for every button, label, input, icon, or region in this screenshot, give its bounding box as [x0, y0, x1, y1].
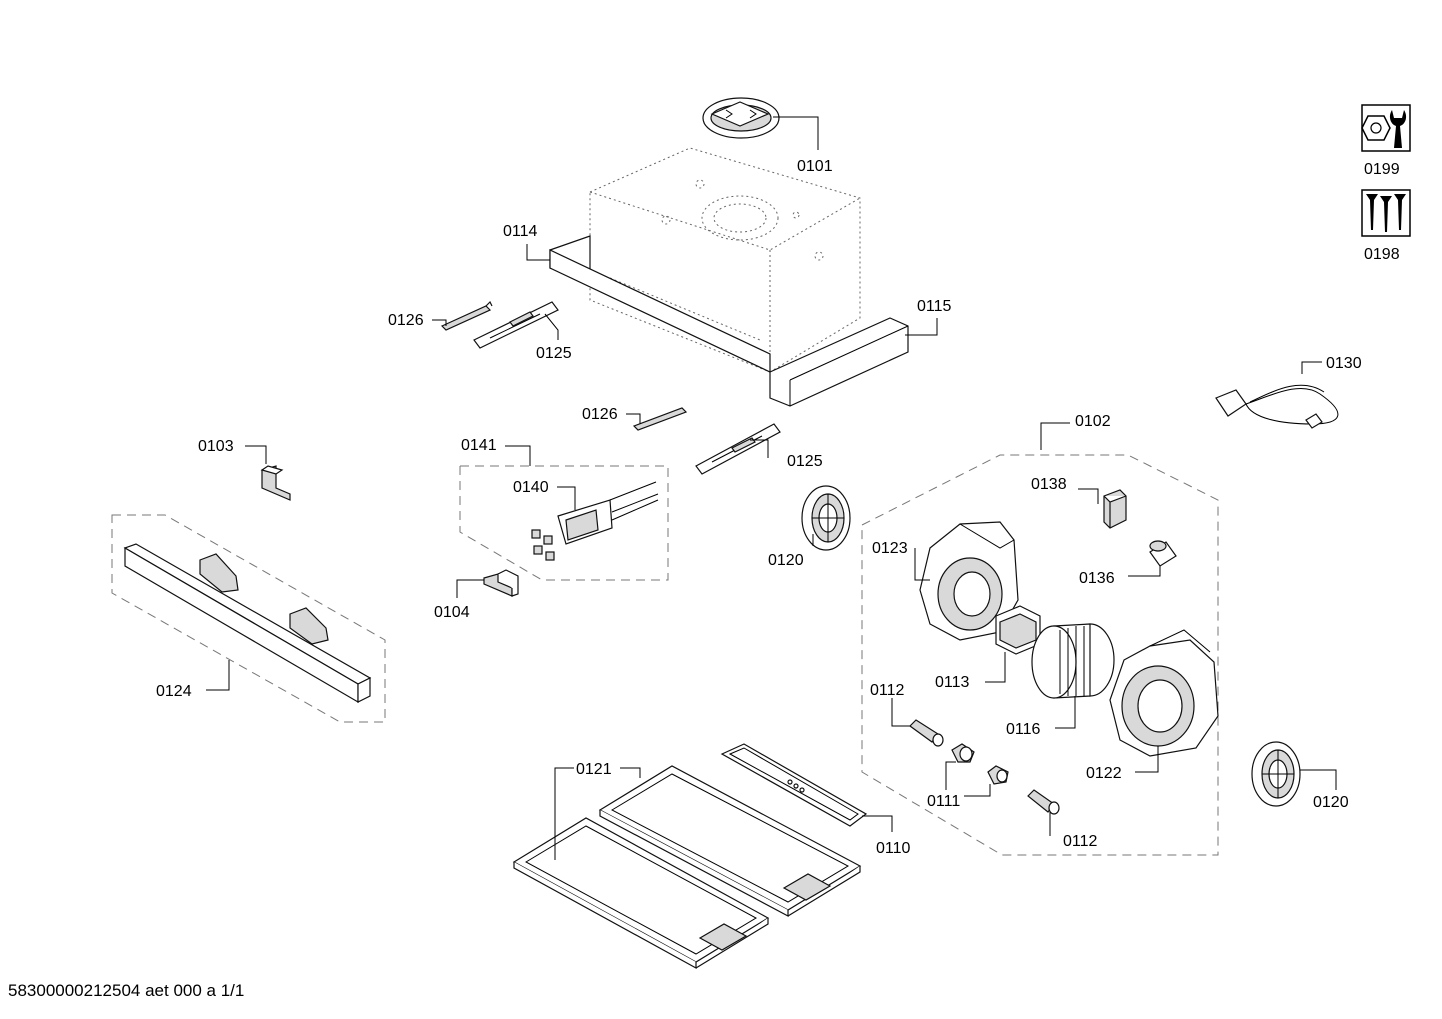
- part-0140-switch: [531, 481, 659, 561]
- label-0104: 0104: [434, 604, 470, 621]
- part-0123-fan-housing: [919, 521, 1019, 641]
- part-0112-pin-upper: [909, 719, 944, 747]
- label-0115: 0115: [917, 298, 952, 315]
- label-0141: 0141: [461, 437, 497, 454]
- label-0198: 0198: [1364, 246, 1400, 263]
- label-0110: 0110: [876, 840, 911, 857]
- part-0136-capacitor: [1149, 540, 1177, 567]
- part-0120-flange-lower: [1251, 741, 1301, 807]
- part-0103-bracket: [260, 465, 291, 501]
- label-0123: 0123: [872, 540, 908, 557]
- document-id-footer: 58300000212504 aet 000 a 1/1: [8, 981, 245, 1000]
- group-0124-outline: [111, 514, 386, 723]
- part-0121-filter-back: [598, 765, 862, 917]
- label-0125-upper: 0125: [536, 345, 572, 362]
- group-0102-outline: [861, 454, 1219, 856]
- label-0112-upper: 0112: [870, 682, 905, 699]
- part-0120-flange-upper: [801, 485, 851, 551]
- group-0141-outline: [459, 465, 669, 581]
- part-0110-seal: [720, 743, 868, 827]
- label-0116: 0116: [1006, 721, 1041, 738]
- part-0130-power-cable: [1215, 384, 1339, 429]
- part-0138-connector: [1103, 489, 1127, 529]
- label-0111: 0111: [927, 793, 960, 810]
- label-0136: 0136: [1079, 570, 1115, 587]
- part-0122-fan-housing: [1109, 629, 1219, 757]
- part-0124-front-bar: [123, 543, 372, 704]
- label-0124: 0124: [156, 683, 192, 700]
- part-0116-impeller: [1031, 623, 1115, 699]
- part-0114-rail: [549, 235, 771, 373]
- part-0101-cover: [702, 97, 780, 139]
- label-0120-lower: 0120: [1313, 794, 1349, 811]
- part-0126-clip-lower: [632, 407, 688, 431]
- part-0126-clip-upper: [440, 300, 493, 331]
- label-0102: 0102: [1075, 413, 1111, 430]
- label-0126-lower: 0126: [582, 406, 618, 423]
- label-0130: 0130: [1326, 355, 1362, 372]
- label-0138: 0138: [1031, 476, 1067, 493]
- nut-and-wrench-icon: [1361, 104, 1411, 152]
- label-0140: 0140: [513, 479, 549, 496]
- part-0104-bracket: [483, 569, 519, 597]
- part-0111-connectors: [951, 743, 1009, 785]
- label-0101: 0101: [797, 158, 833, 175]
- part-0112-pin-lower: [1027, 789, 1060, 815]
- label-0103: 0103: [198, 438, 234, 455]
- label-0125-lower: 0125: [787, 453, 823, 470]
- part-0121-filter-front: [512, 817, 770, 970]
- label-0199: 0199: [1364, 161, 1400, 178]
- part-0115-front-trim: [769, 317, 909, 407]
- label-0112-lower: 0112: [1063, 833, 1098, 850]
- part-0125-slider-upper: [473, 301, 559, 349]
- label-0120-upper: 0120: [768, 552, 804, 569]
- screws-icon: [1361, 189, 1411, 237]
- label-0121: 0121: [576, 761, 612, 778]
- label-0114: 0114: [503, 223, 538, 240]
- label-0126-upper: 0126: [388, 312, 424, 329]
- label-0122: 0122: [1086, 765, 1122, 782]
- label-0113: 0113: [935, 674, 970, 691]
- part-0125-slider-lower: [695, 423, 781, 475]
